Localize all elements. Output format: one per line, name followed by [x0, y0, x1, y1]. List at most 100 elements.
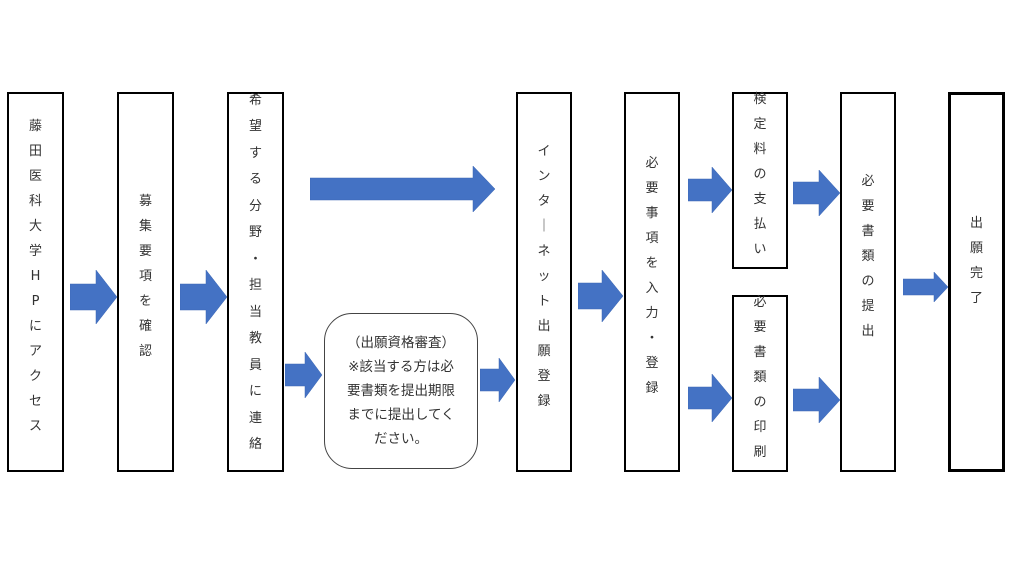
label-char: の: [753, 167, 767, 182]
label-char: 出: [537, 318, 551, 334]
label-char: 項: [138, 268, 152, 284]
step-label: インタ｜ネット出願登録: [537, 145, 550, 420]
label-char: 払: [753, 217, 767, 232]
label-char: 類: [753, 370, 767, 385]
label-char: に: [248, 384, 262, 399]
step-box-contact-faculty: 希望する分野・担当教員に連絡: [227, 92, 284, 472]
label-char: 要: [138, 243, 152, 259]
label-char: ・: [645, 331, 659, 346]
label-char: ト: [537, 293, 551, 309]
arrow-right-icon: [688, 167, 733, 213]
label-char: 募: [138, 193, 152, 209]
label-char: 録: [537, 393, 551, 409]
label-char: 刷: [753, 445, 767, 460]
label-char: 要: [861, 198, 875, 214]
screening-note-box: （出願資格審査） ※該当する方は必 要書類を提出期限 までに提出してく ださい。: [324, 313, 478, 469]
label-char: ス: [28, 418, 42, 434]
label-char: ネ: [537, 243, 551, 259]
label-char: 集: [138, 218, 152, 234]
label-char: 学: [28, 243, 42, 259]
label-char: 入: [645, 281, 659, 296]
step-label: 必要書類の提出: [861, 175, 874, 350]
label-char: P: [31, 293, 40, 309]
label-char: の: [753, 395, 767, 410]
label-char: 要: [645, 181, 659, 196]
label-char: タ: [537, 193, 551, 209]
label-char: ア: [28, 343, 42, 359]
screening-line: （出願資格審査）: [347, 335, 455, 351]
label-char: ・: [248, 251, 262, 267]
step-label: 希望する分野・担当教員に連絡: [249, 94, 262, 465]
label-char: 必: [861, 173, 875, 189]
label-char: い: [753, 242, 767, 257]
label-char: 当: [248, 304, 262, 320]
label-char: 確: [138, 318, 152, 334]
label-char: 定: [753, 117, 767, 132]
label-char: イ: [537, 143, 551, 159]
label-char: H: [30, 268, 41, 284]
label-char: す: [248, 145, 262, 161]
screening-line: 要書類を提出期限: [347, 383, 455, 399]
label-char: 医: [28, 168, 42, 184]
arrow-right-icon: [480, 358, 516, 402]
arrow-right-icon: [903, 272, 949, 302]
label-char: 望: [248, 119, 262, 134]
label-char: 検: [753, 92, 767, 107]
label-char: 登: [645, 356, 659, 371]
label-char: 要: [753, 320, 767, 335]
label-char: 録: [645, 381, 659, 396]
label-char: に: [28, 318, 42, 334]
label-char: ｜: [537, 218, 551, 234]
arrow-right-icon: [180, 270, 228, 324]
screening-line: ださい。: [374, 431, 428, 447]
step-box-submit-documents: 必要書類の提出: [840, 92, 896, 472]
label-char: セ: [28, 393, 42, 409]
label-char: 支: [753, 192, 767, 207]
label-char: 料: [753, 142, 767, 157]
label-char: 絡: [248, 437, 262, 452]
step-label: 必要事項を入力・登録: [645, 157, 658, 407]
label-char: の: [861, 273, 875, 289]
label-char: 分: [248, 198, 262, 214]
label-char: 連: [248, 410, 262, 426]
step-box-check-guidelines: 募集要項を確認: [117, 92, 174, 472]
step-box-enter-register: 必要事項を入力・登録: [624, 92, 680, 472]
label-char: ッ: [537, 268, 551, 284]
arrow-right-icon: [688, 374, 733, 422]
label-char: 認: [138, 343, 152, 359]
screening-line: までに提出してく: [347, 407, 455, 423]
label-char: 担: [248, 278, 262, 293]
step-label: 募集要項を確認: [139, 195, 152, 370]
label-char: 田: [28, 143, 42, 159]
arrow-right-icon: [793, 170, 841, 216]
step-box-application-complete: 出願完了: [948, 92, 1005, 472]
label-char: 書: [861, 223, 875, 239]
arrow-right-icon: [793, 377, 841, 423]
label-char: 野: [248, 225, 262, 240]
label-char: 願: [969, 241, 983, 256]
label-char: 登: [537, 368, 551, 384]
arrow-right-long-icon: [310, 166, 496, 212]
step-box-print-documents: 必要書類の印刷: [732, 295, 788, 472]
label-char: 完: [969, 266, 983, 281]
step-label: 検定料の支払い: [753, 93, 766, 268]
label-char: 出: [969, 216, 983, 231]
step-box-pay-fee: 検定料の支払い: [732, 92, 788, 269]
label-char: 出: [861, 323, 875, 339]
step-box-internet-application: インタ｜ネット出願登録: [516, 92, 572, 472]
label-char: ン: [537, 168, 551, 184]
label-char: 希: [248, 92, 262, 108]
label-char: 了: [969, 291, 983, 306]
arrow-right-icon: [70, 270, 118, 324]
step-label: 出願完了: [970, 217, 983, 317]
label-char: 提: [861, 298, 875, 314]
screening-note-text: （出願資格審査） ※該当する方は必 要書類を提出期限 までに提出してく ださい。: [347, 331, 455, 451]
label-char: 員: [248, 357, 262, 373]
label-char: 類: [861, 248, 875, 264]
label-char: を: [138, 293, 152, 309]
label-char: 書: [753, 345, 767, 360]
screening-line: ※該当する方は必: [348, 359, 454, 375]
label-char: 必: [753, 295, 767, 310]
